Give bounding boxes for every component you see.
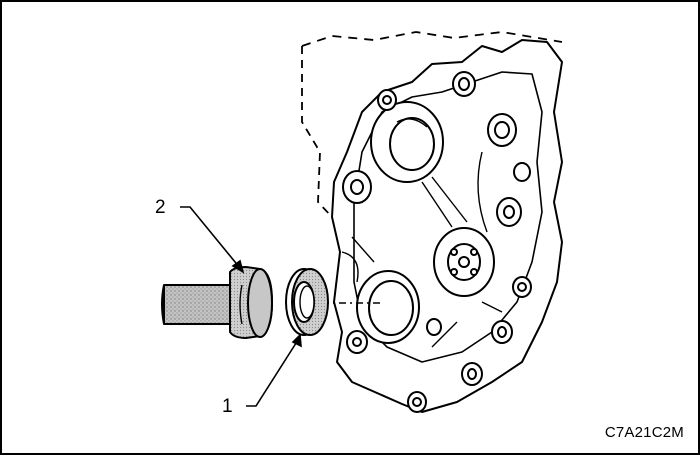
figure-code: C7A21C2M (604, 424, 684, 441)
callout-label-seal: 1 (222, 396, 233, 417)
seal-installer-tool-icon (161, 266, 273, 339)
oil-seal-icon (285, 268, 329, 336)
callout-leaders (180, 206, 302, 407)
callout-label-tool: 2 (155, 197, 166, 218)
engine-front-cover-icon (301, 31, 563, 413)
